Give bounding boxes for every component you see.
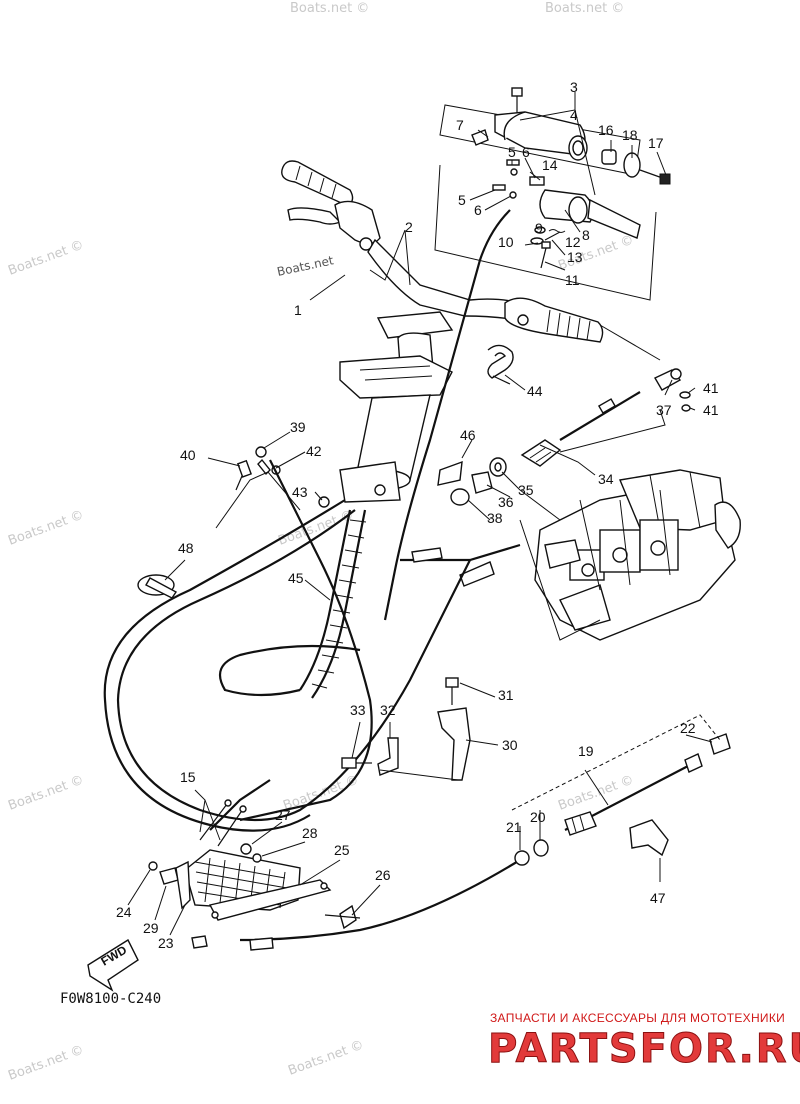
- callout-32: 32: [380, 702, 396, 718]
- callout-6a: 6: [522, 144, 530, 160]
- callout-43: 43: [292, 484, 308, 500]
- callout-41a: 41: [703, 380, 719, 396]
- brand-logo: ЗАПЧАСТИ И АКСЕССУАРЫ ДЛЯ МОТОТЕХНИКИ PA…: [488, 1011, 800, 1073]
- callout-35: 35: [518, 482, 534, 498]
- callout-7: 7: [456, 117, 464, 133]
- callout-numbers: 3 4 7 16 18 17 5 6 14 5 6 9 8 10 12 13 1…: [116, 79, 719, 951]
- callout-24: 24: [116, 904, 132, 920]
- callout-16: 16: [598, 122, 614, 138]
- drawing-code: F0W8100-C240: [60, 991, 161, 1007]
- watermark-inline: Boats.net: [276, 253, 335, 279]
- callout-34: 34: [598, 471, 614, 487]
- callout-26: 26: [375, 867, 391, 883]
- watermark: Boats.net ©: [6, 773, 86, 814]
- callout-18: 18: [622, 127, 638, 143]
- callout-41b: 41: [703, 402, 719, 418]
- watermark: Boats.net ©: [545, 1, 624, 16]
- callout-5a: 5: [508, 144, 516, 160]
- callout-47: 47: [650, 890, 666, 906]
- callout-3: 3: [570, 79, 578, 95]
- brand-tagline: ЗАПЧАСТИ И АКСЕССУАРЫ ДЛЯ МОТОТЕХНИКИ: [490, 1011, 785, 1025]
- bracket-30: [341, 677, 471, 781]
- callout-22: 22: [680, 720, 696, 736]
- callout-39: 39: [290, 419, 306, 435]
- callout-8: 8: [582, 227, 590, 243]
- callout-10: 10: [498, 234, 514, 250]
- throttle-cable: [383, 209, 511, 621]
- reverse-cable: [191, 714, 731, 951]
- callout-28: 28: [302, 825, 318, 841]
- cable-parts-right: [437, 344, 691, 521]
- throttle-body: [400, 469, 741, 641]
- callout-31: 31: [498, 687, 514, 703]
- steering-cable-loop: [103, 459, 471, 832]
- handlebar-assembly: [281, 160, 604, 503]
- callout-2: 2: [405, 219, 413, 235]
- callout-17: 17: [648, 135, 664, 151]
- callout-1: 1: [294, 302, 302, 318]
- callout-23: 23: [158, 935, 174, 951]
- callout-15: 15: [180, 769, 196, 785]
- leader-lines: [127, 92, 713, 936]
- callout-14: 14: [542, 157, 558, 173]
- right-switch-exploded: [434, 87, 671, 361]
- callout-33: 33: [350, 702, 366, 718]
- callout-9: 9: [535, 220, 543, 236]
- clamp-48: [137, 574, 178, 599]
- watermark: Boats.net ©: [290, 1, 369, 16]
- pedal-plate: [148, 799, 332, 921]
- fittings-left: [215, 446, 330, 529]
- callout-21: 21: [506, 819, 522, 835]
- callout-11: 11: [565, 272, 580, 288]
- callout-37: 37: [656, 402, 672, 418]
- watermark: Boats.net ©: [6, 508, 86, 549]
- spiral-wrap: [299, 509, 367, 699]
- callout-44: 44: [527, 383, 543, 399]
- callout-19: 19: [578, 743, 594, 759]
- fwd-arrow: FWD: [87, 938, 139, 992]
- callout-13: 13: [567, 249, 583, 265]
- callout-36: 36: [498, 494, 514, 510]
- watermark: Boats.net ©: [6, 238, 86, 279]
- watermark: Boats.net ©: [286, 1038, 366, 1079]
- callout-5b: 5: [458, 192, 466, 208]
- callout-25: 25: [334, 842, 350, 858]
- callout-30: 30: [502, 737, 518, 753]
- callout-42: 42: [306, 443, 322, 459]
- callout-29: 29: [143, 920, 159, 936]
- callout-6b: 6: [474, 202, 482, 218]
- callout-38: 38: [487, 510, 503, 526]
- callout-48: 48: [178, 540, 194, 556]
- brand-logo-text: PARTSFOR.RU: [488, 1026, 800, 1072]
- callout-46: 46: [460, 427, 476, 443]
- callout-27: 27: [275, 807, 291, 823]
- callout-40: 40: [180, 447, 196, 463]
- watermark: Boats.net ©: [6, 1043, 86, 1084]
- callout-45: 45: [288, 570, 304, 586]
- watermark: Boats.net ©: [556, 773, 636, 814]
- callout-20: 20: [530, 809, 546, 825]
- callout-12: 12: [565, 234, 581, 250]
- callout-4: 4: [570, 107, 578, 123]
